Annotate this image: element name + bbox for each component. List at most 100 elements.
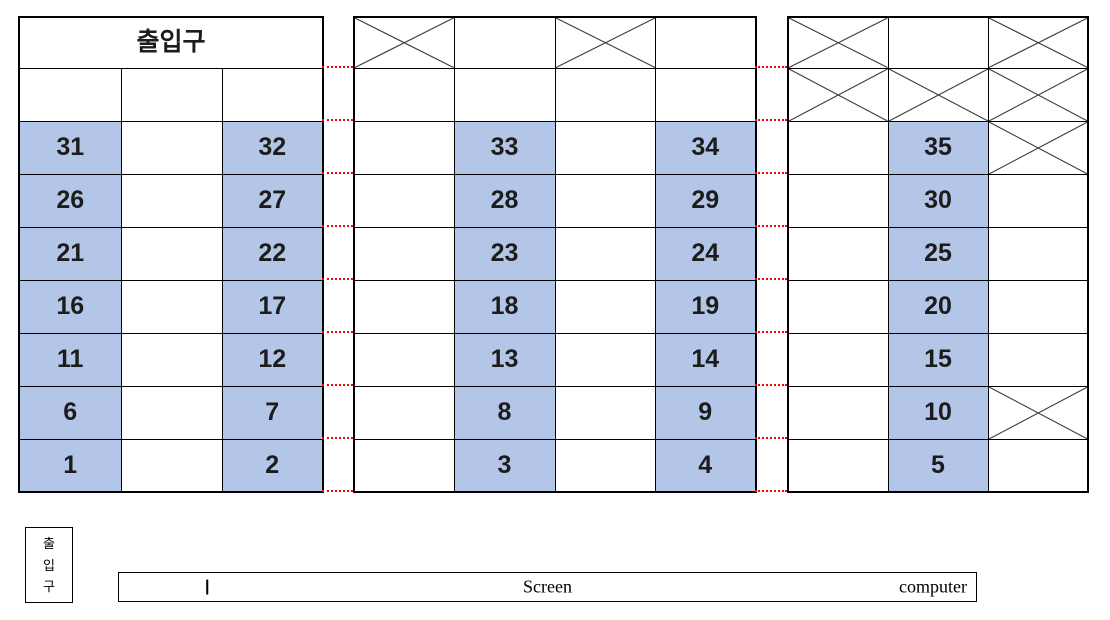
empty-cell <box>353 173 455 228</box>
entrance-bottom-box: 출 입 구 <box>25 527 73 603</box>
seat-28[interactable]: 28 <box>453 173 556 228</box>
seat-row: 23 24 <box>353 226 757 281</box>
seat-row: 5 <box>787 438 1089 493</box>
seat-22[interactable]: 22 <box>221 226 324 281</box>
seat-2[interactable]: 2 <box>221 438 324 493</box>
seat-33[interactable]: 33 <box>453 120 556 175</box>
seat-9[interactable]: 9 <box>654 385 757 440</box>
seat-21[interactable]: 21 <box>18 226 122 281</box>
screen-left-mark: | <box>205 578 210 595</box>
blocked-cell <box>987 120 1089 175</box>
x-mark-icon <box>989 387 1088 439</box>
seat-4[interactable]: 4 <box>654 438 757 493</box>
seat-23[interactable]: 23 <box>453 226 556 281</box>
seat-13[interactable]: 13 <box>453 332 556 387</box>
empty-cell <box>987 279 1089 334</box>
seat-7[interactable]: 7 <box>221 385 324 440</box>
empty-cell <box>120 67 223 122</box>
empty-cell <box>120 438 223 493</box>
entrance-bottom-char-3: 구 <box>43 579 55 595</box>
empty-cell <box>353 279 455 334</box>
seat-row <box>787 67 1089 122</box>
seat-3[interactable]: 3 <box>453 438 556 493</box>
seat-34[interactable]: 34 <box>654 120 757 175</box>
seat-row: 15 <box>787 332 1089 387</box>
empty-cell <box>353 385 455 440</box>
seat-30[interactable]: 30 <box>887 173 989 228</box>
empty-cell <box>554 67 656 122</box>
seat-row <box>353 16 757 69</box>
empty-cell <box>987 226 1089 281</box>
seat-row <box>787 16 1089 69</box>
seat-18[interactable]: 18 <box>453 279 556 334</box>
seat-row: 13 14 <box>353 332 757 387</box>
seat-8[interactable]: 8 <box>453 385 556 440</box>
seat-6[interactable]: 6 <box>18 385 122 440</box>
empty-cell <box>120 120 223 175</box>
seat-11[interactable]: 11 <box>18 332 122 387</box>
blocked-cell <box>987 67 1089 122</box>
seat-29[interactable]: 29 <box>654 173 757 228</box>
aisle-dotted-line <box>322 172 353 174</box>
seat-12[interactable]: 12 <box>221 332 324 387</box>
aisle-dotted-line <box>755 172 787 174</box>
seat-10[interactable]: 10 <box>887 385 989 440</box>
aisle-dotted-line <box>755 66 787 68</box>
seat-27[interactable]: 27 <box>221 173 324 228</box>
empty-cell <box>353 332 455 387</box>
blocked-cell <box>787 67 889 122</box>
blocked-cell <box>353 16 455 69</box>
empty-cell <box>353 438 455 493</box>
seat-15[interactable]: 15 <box>887 332 989 387</box>
seat-row: 35 <box>787 120 1089 175</box>
empty-cell <box>787 120 889 175</box>
x-mark-icon <box>556 18 655 68</box>
empty-cell <box>453 67 556 122</box>
aisle-dotted-line <box>322 119 353 121</box>
seat-row: 31 32 <box>18 120 324 175</box>
empty-cell <box>120 279 223 334</box>
blocked-cell <box>987 16 1089 69</box>
x-mark-icon <box>989 122 1088 174</box>
seat-14[interactable]: 14 <box>654 332 757 387</box>
seat-row <box>353 67 757 122</box>
seat-row <box>18 67 324 122</box>
seat-1[interactable]: 1 <box>18 438 122 493</box>
seat-row: 33 34 <box>353 120 757 175</box>
empty-cell <box>787 279 889 334</box>
seat-row: 10 <box>787 385 1089 440</box>
x-mark-icon <box>889 69 988 121</box>
seat-17[interactable]: 17 <box>221 279 324 334</box>
blocked-cell <box>987 385 1089 440</box>
empty-cell <box>453 16 556 69</box>
empty-cell <box>120 173 223 228</box>
seat-31[interactable]: 31 <box>18 120 122 175</box>
seat-24[interactable]: 24 <box>654 226 757 281</box>
screen-bar: | Screen computer <box>118 572 977 602</box>
seat-19[interactable]: 19 <box>654 279 757 334</box>
seat-25[interactable]: 25 <box>887 226 989 281</box>
seat-5[interactable]: 5 <box>887 438 989 493</box>
seat-20[interactable]: 20 <box>887 279 989 334</box>
empty-cell <box>120 226 223 281</box>
aisle-dotted-line <box>755 384 787 386</box>
empty-cell <box>787 385 889 440</box>
seat-32[interactable]: 32 <box>221 120 324 175</box>
empty-cell <box>787 438 889 493</box>
entrance-bottom-char-2: 입 <box>43 557 55 573</box>
seat-16[interactable]: 16 <box>18 279 122 334</box>
seat-26[interactable]: 26 <box>18 173 122 228</box>
aisle-dotted-line <box>322 490 353 492</box>
empty-cell <box>654 67 757 122</box>
seat-35[interactable]: 35 <box>887 120 989 175</box>
computer-label: computer <box>899 576 967 597</box>
entrance-top-label: 출입구 <box>18 16 324 69</box>
empty-cell <box>554 173 656 228</box>
